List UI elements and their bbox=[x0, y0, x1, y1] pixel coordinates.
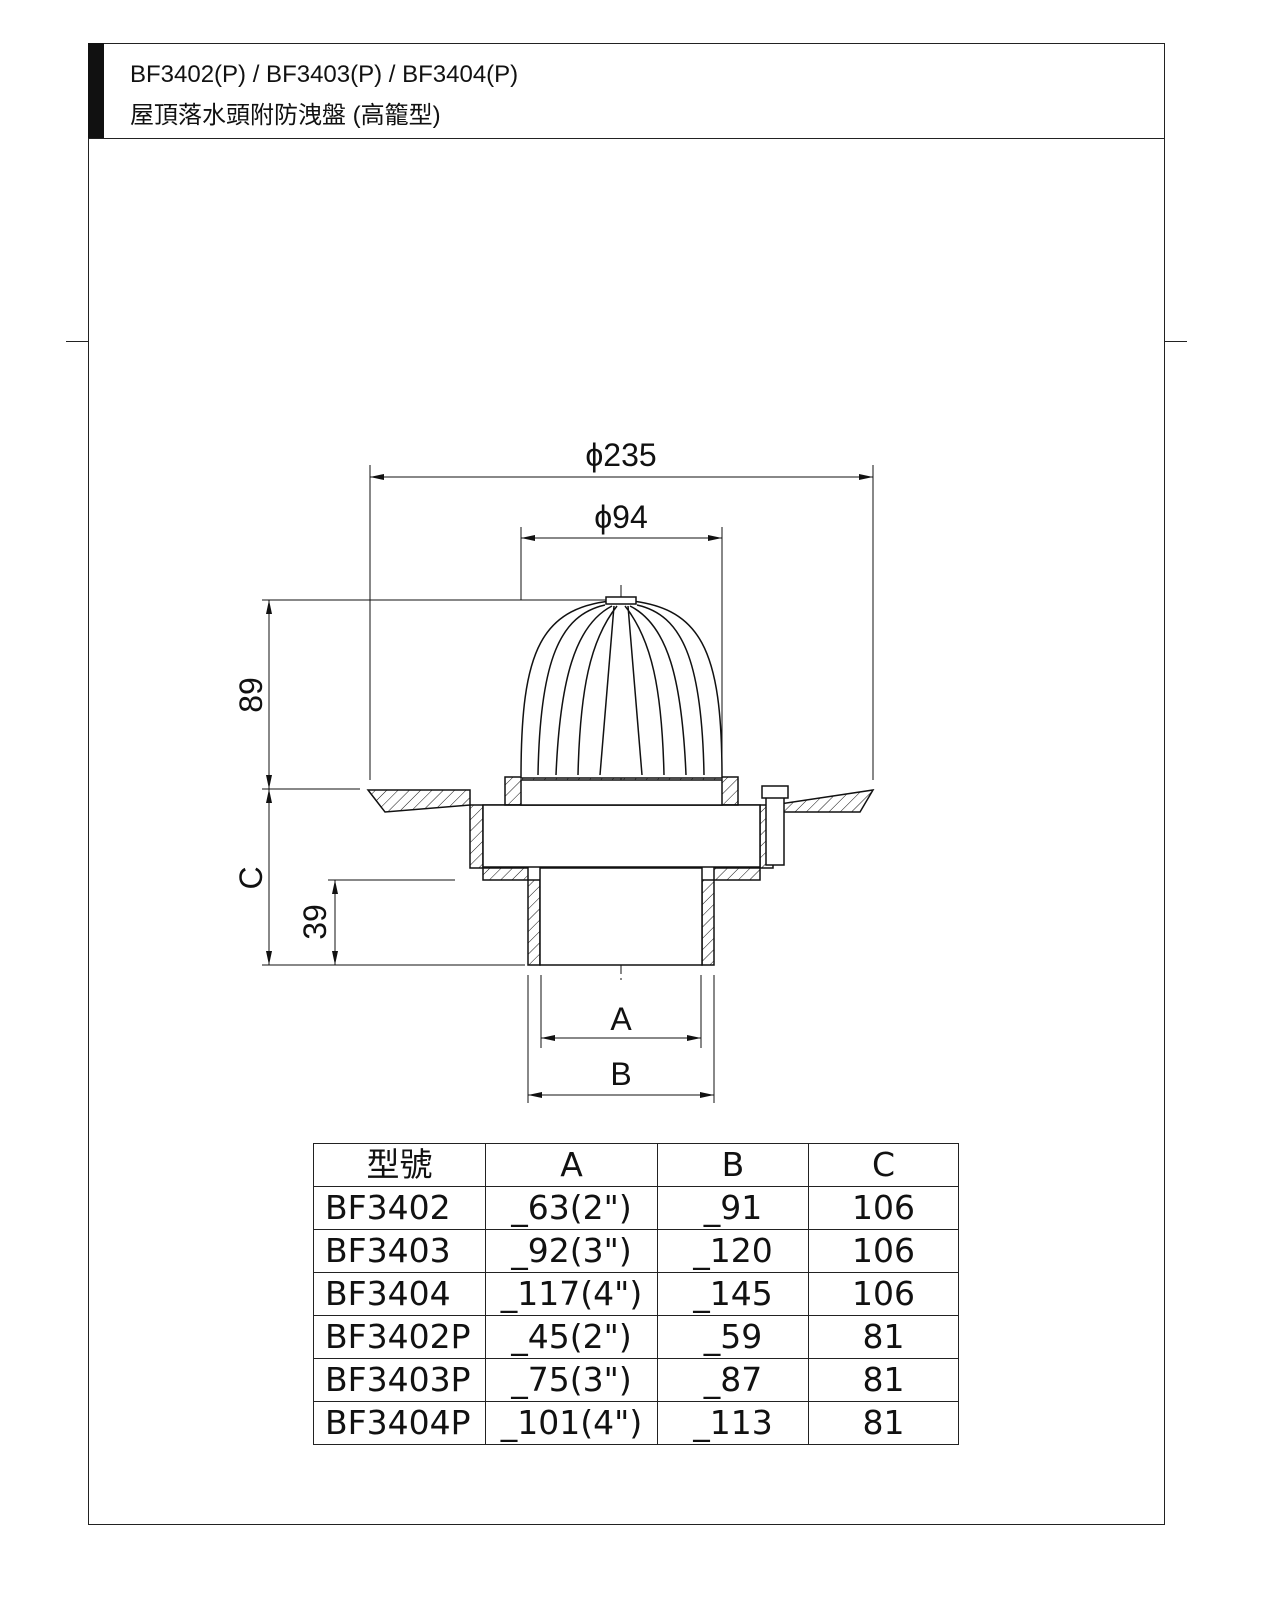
cell-b: _87 bbox=[657, 1358, 809, 1402]
title-block: BF3402(P) / BF3403(P) / BF3404(P) 屋頂落水頭附… bbox=[88, 43, 1165, 139]
cell-a: _92(3") bbox=[485, 1229, 658, 1273]
cell-c: 81 bbox=[808, 1358, 959, 1402]
cell-model: BF3403P bbox=[313, 1358, 486, 1402]
cell-model: BF3404 bbox=[313, 1272, 486, 1316]
cell-model: BF3403 bbox=[313, 1229, 486, 1273]
margin-tick-left bbox=[66, 341, 88, 342]
cell-a: _101(4") bbox=[485, 1401, 658, 1445]
model-title: BF3402(P) / BF3403(P) / BF3404(P) bbox=[130, 61, 519, 88]
dome-strainer bbox=[520, 596, 723, 779]
cell-model: BF3402 bbox=[313, 1186, 486, 1230]
cell-a: _75(3") bbox=[485, 1358, 658, 1402]
header-c: C bbox=[808, 1143, 959, 1187]
cell-c: 106 bbox=[808, 1186, 959, 1230]
header-b: B bbox=[657, 1143, 809, 1187]
cell-c: 106 bbox=[808, 1272, 959, 1316]
dome-diameter-label: ϕ94 bbox=[594, 499, 648, 535]
dome-height-label: 89 bbox=[233, 677, 269, 713]
header-a: A bbox=[485, 1143, 658, 1187]
cell-b: _120 bbox=[657, 1229, 809, 1273]
cell-a: _117(4") bbox=[485, 1272, 658, 1316]
outer-diameter-label: ϕ235 bbox=[585, 437, 656, 473]
table-header-row: 型號 A B C bbox=[313, 1143, 959, 1187]
header-model: 型號 bbox=[313, 1143, 486, 1187]
cell-b: _91 bbox=[657, 1186, 809, 1230]
dimension-b-label: B bbox=[610, 1056, 631, 1092]
drain-body-section bbox=[366, 776, 875, 966]
dimension-39-label: 39 bbox=[297, 904, 333, 940]
cell-model: BF3402P bbox=[313, 1315, 486, 1359]
cell-b: _113 bbox=[657, 1401, 809, 1445]
cell-c: 106 bbox=[808, 1229, 959, 1273]
cell-b: _145 bbox=[657, 1272, 809, 1316]
cell-a: _45(2") bbox=[485, 1315, 658, 1359]
cell-b: _59 bbox=[657, 1315, 809, 1359]
cell-c: 81 bbox=[808, 1315, 959, 1359]
dimension-a-label: A bbox=[610, 1001, 632, 1037]
cell-c: 81 bbox=[808, 1401, 959, 1445]
dimension-c-label: C bbox=[233, 866, 269, 889]
cell-model: BF3404P bbox=[313, 1401, 486, 1445]
margin-tick-right bbox=[1165, 341, 1187, 342]
product-subtitle: 屋頂落水頭附防洩盤 (高籠型) bbox=[130, 102, 441, 129]
drawing-frame bbox=[88, 43, 1165, 1525]
cell-a: _63(2") bbox=[485, 1186, 658, 1230]
dimension-lines bbox=[262, 465, 874, 1103]
title-bar-marker bbox=[88, 43, 104, 138]
